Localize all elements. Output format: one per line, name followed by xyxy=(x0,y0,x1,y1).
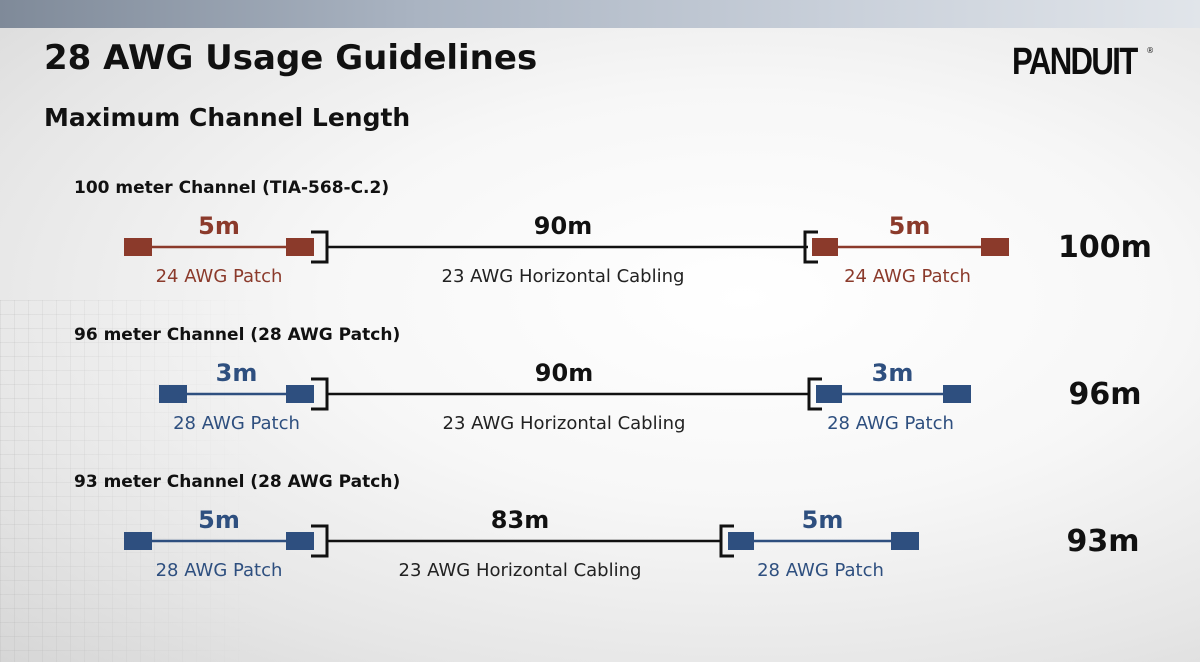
left-patch-plug-inner xyxy=(286,238,314,256)
channel-total-length: 96m xyxy=(1068,377,1141,412)
panduit-logo: PANDUIT ® xyxy=(1012,42,1162,82)
channel-total-length: 100m xyxy=(1058,230,1152,265)
horizontal-length: 90m xyxy=(535,359,593,387)
right-outlet-bracket xyxy=(807,377,822,411)
left-patch-length: 3m xyxy=(216,359,258,387)
right-patch-length: 3m xyxy=(872,359,914,387)
right-patch-plug-outer xyxy=(891,532,919,550)
channel-heading: 93 meter Channel (28 AWG Patch) xyxy=(74,472,400,492)
right-outlet-bracket xyxy=(719,524,734,558)
registered-mark: ® xyxy=(1146,46,1155,55)
logo-text: PANDUIT xyxy=(1012,41,1138,83)
right-patch-plug-outer xyxy=(943,385,971,403)
horizontal-length: 83m xyxy=(491,506,549,534)
page-title: 28 AWG Usage Guidelines xyxy=(44,38,538,78)
right-patch-label: 28 AWG Patch xyxy=(757,560,884,581)
right-patch-length: 5m xyxy=(802,506,844,534)
right-outlet-bracket xyxy=(803,230,818,264)
left-patch-length: 5m xyxy=(198,212,240,240)
left-patch-length: 5m xyxy=(198,506,240,534)
horizontal-label: 23 AWG Horizontal Cabling xyxy=(442,266,685,287)
left-patch-plug-inner xyxy=(286,385,314,403)
channel-total-length: 93m xyxy=(1066,524,1139,559)
right-patch-plug-inner xyxy=(728,532,754,550)
left-patch-label: 24 AWG Patch xyxy=(156,266,283,287)
right-patch-length: 5m xyxy=(889,212,931,240)
channel-heading: 96 meter Channel (28 AWG Patch) xyxy=(74,325,400,345)
left-patch-label: 28 AWG Patch xyxy=(173,413,300,434)
right-patch-label: 24 AWG Patch xyxy=(844,266,971,287)
top-banner xyxy=(0,0,1200,28)
background-grid xyxy=(0,300,260,662)
left-patch-plug-outer xyxy=(124,238,152,256)
left-patch-plug-outer xyxy=(159,385,187,403)
horizontal-length: 90m xyxy=(534,212,592,240)
page-subtitle: Maximum Channel Length xyxy=(44,103,411,132)
left-patch-plug-outer xyxy=(124,532,152,550)
left-patch-label: 28 AWG Patch xyxy=(156,560,283,581)
right-patch-plug-inner xyxy=(816,385,842,403)
left-patch-plug-inner xyxy=(286,532,314,550)
right-patch-plug-inner xyxy=(812,238,838,256)
channel-heading: 100 meter Channel (TIA-568-C.2) xyxy=(74,178,389,198)
right-patch-plug-outer xyxy=(981,238,1009,256)
horizontal-label: 23 AWG Horizontal Cabling xyxy=(399,560,642,581)
horizontal-label: 23 AWG Horizontal Cabling xyxy=(443,413,686,434)
right-patch-label: 28 AWG Patch xyxy=(827,413,954,434)
